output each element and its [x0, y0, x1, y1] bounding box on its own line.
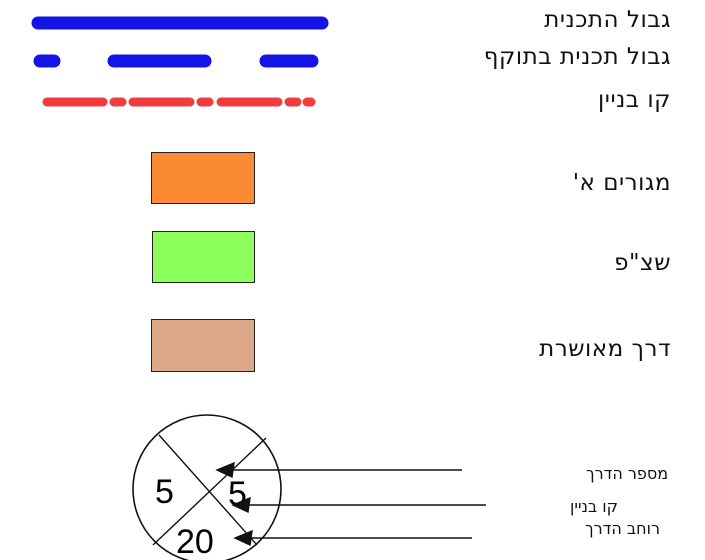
residential-a-label: מגורים א'	[572, 170, 671, 196]
road-symbol: 5 5 20 מספר הדרך קו בניין רוחב הדרך	[132, 414, 668, 560]
arrow-building-line-head	[231, 496, 251, 514]
valid-plan-boundary-label: גבול תכנית בתוקף	[483, 44, 671, 70]
label-road-number: מספר הדרך	[586, 464, 668, 483]
road-symbol-circle	[132, 414, 282, 560]
road-symbol-divider-1	[158, 434, 258, 546]
road-width-number: 20	[176, 523, 214, 560]
plan-boundary-label: גבול התכנית	[544, 7, 671, 33]
label-road-width: רוחב הדרך	[585, 519, 660, 538]
road-symbol-divider-2	[152, 437, 267, 546]
label-building-line: קו בניין	[570, 497, 618, 516]
approved-road-swatch	[151, 319, 255, 372]
arrow-road-number-head	[215, 461, 235, 479]
approved-road-label: דרך מאושרת	[539, 336, 671, 362]
arrow-road-width-head	[233, 529, 253, 547]
public-open-space-swatch	[152, 231, 255, 283]
public-open-space-label: שצ"פ	[614, 250, 671, 276]
residential-a-swatch	[151, 152, 255, 204]
building-line-label: קו בניין	[598, 87, 671, 113]
road-left-number: 5	[155, 473, 174, 511]
